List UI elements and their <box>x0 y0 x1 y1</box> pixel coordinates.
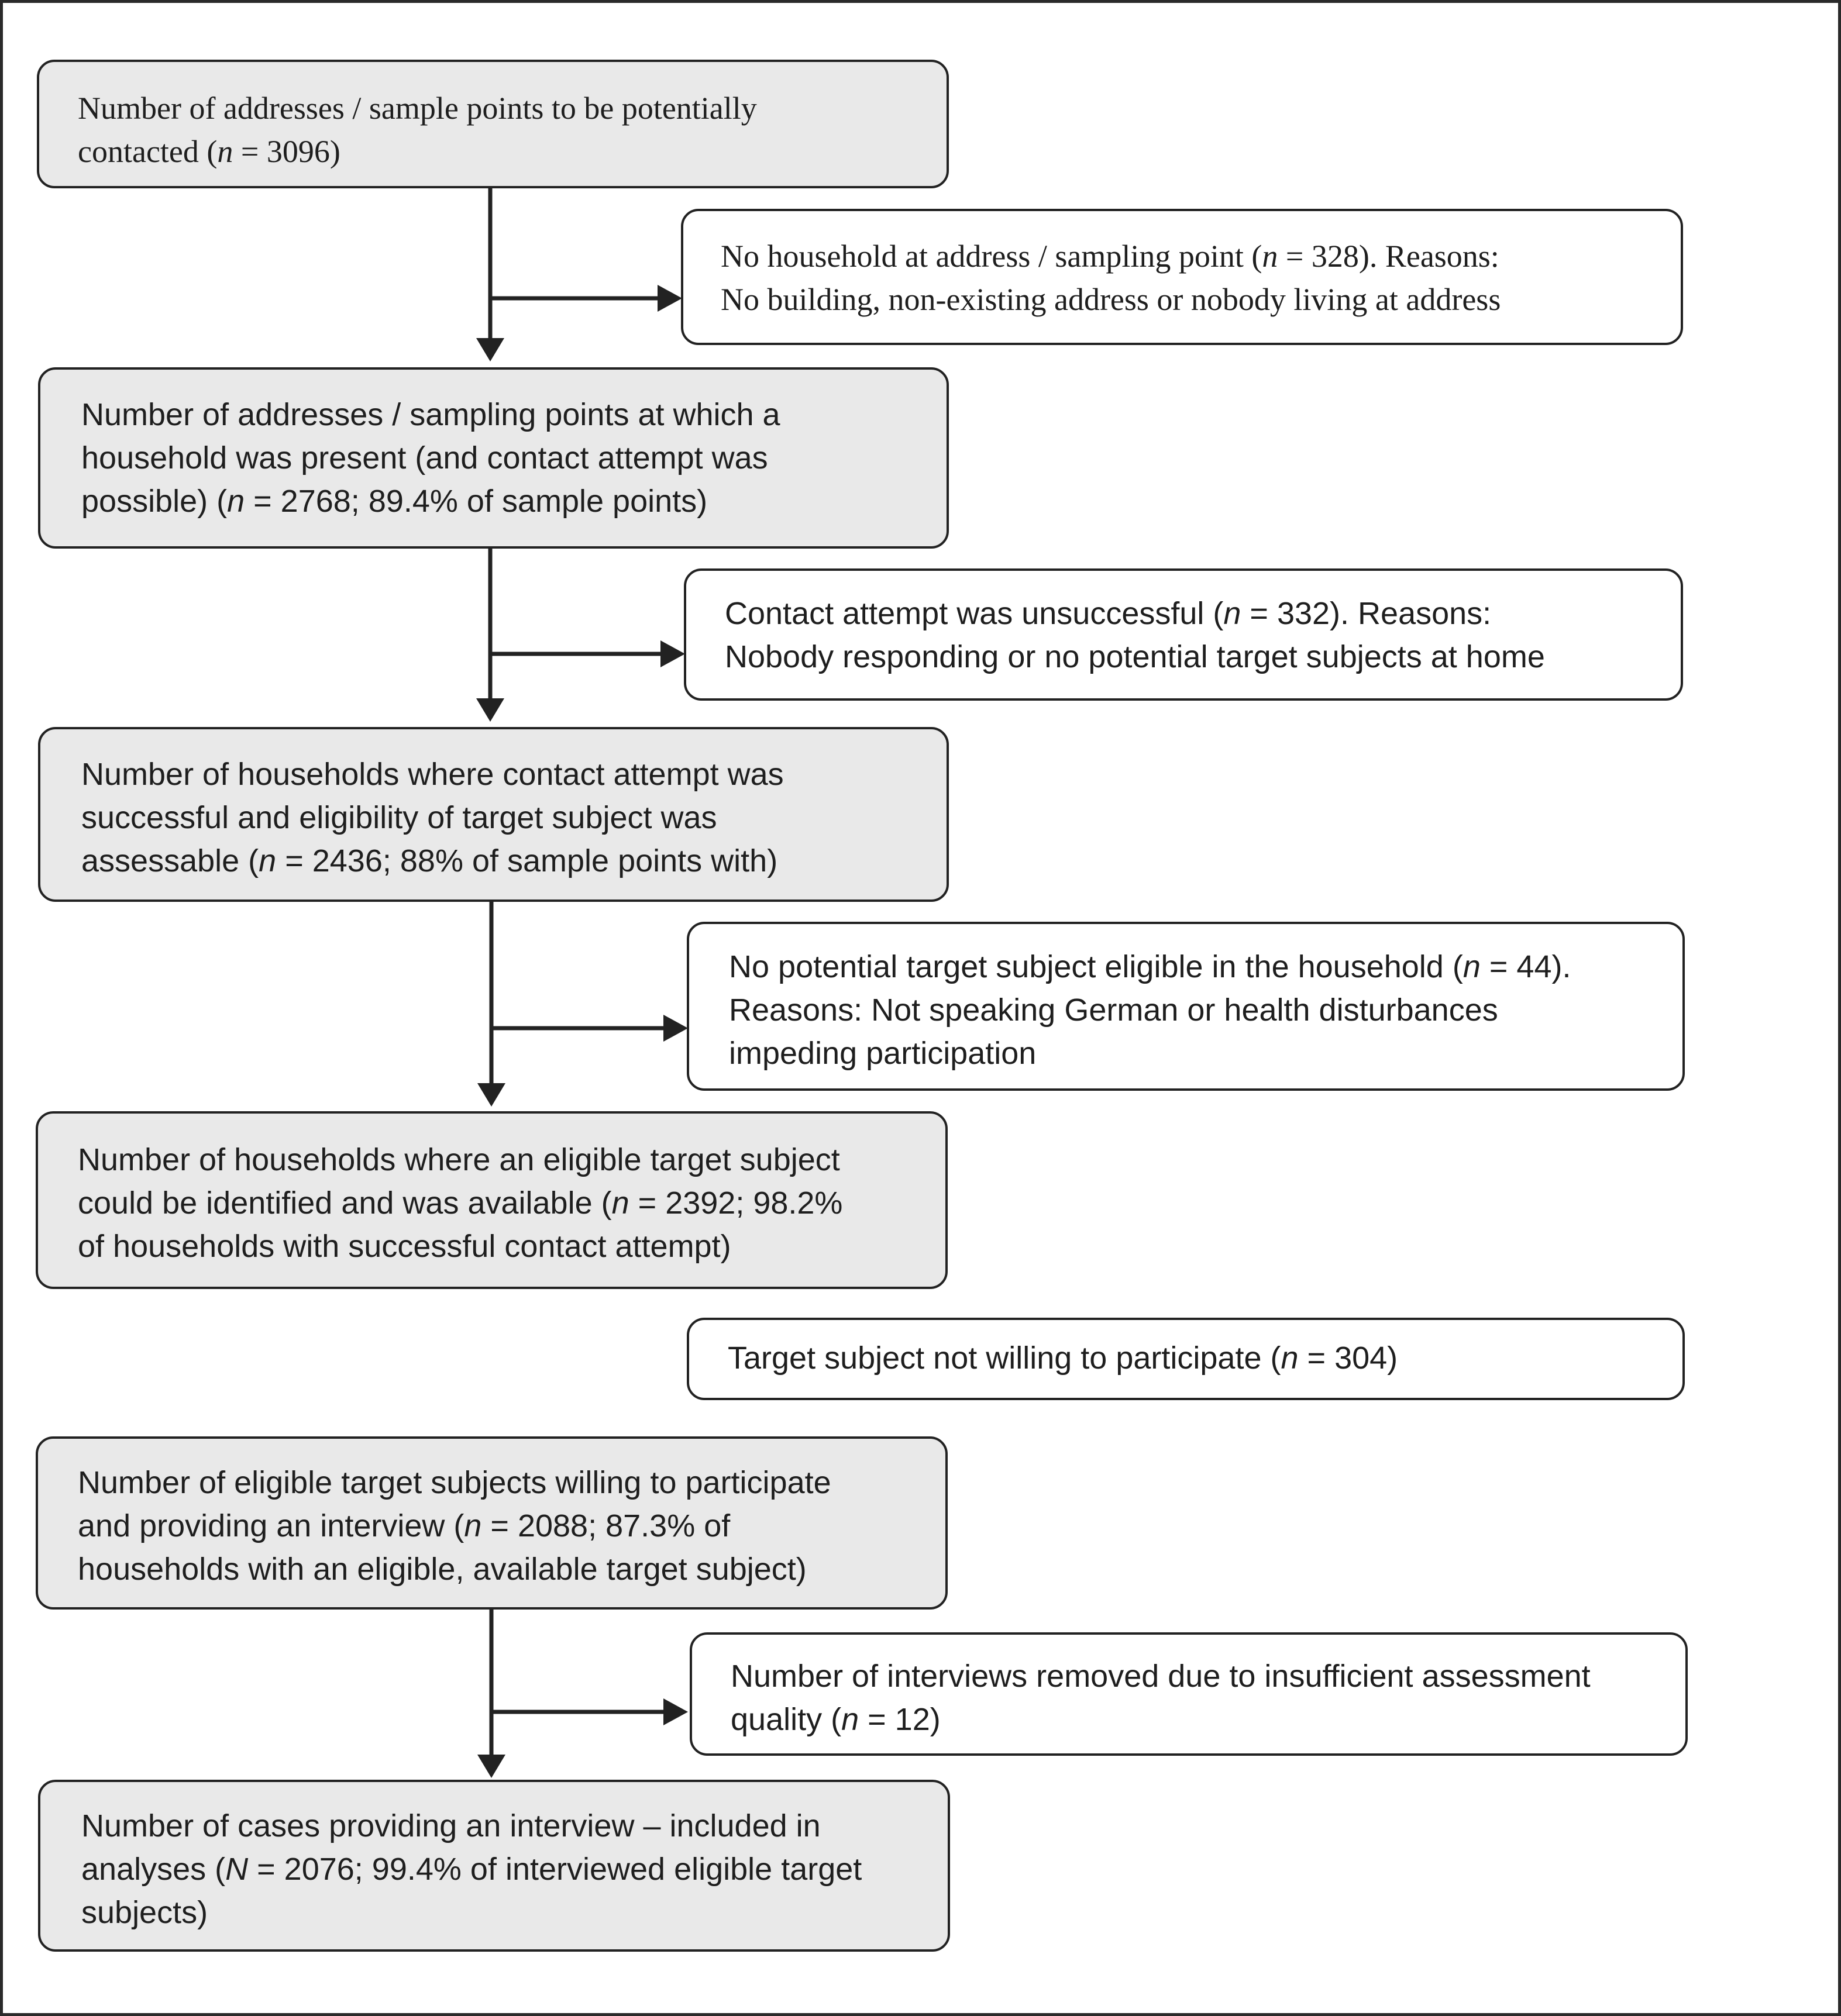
box-line: quality (n = 12) <box>731 1702 941 1737</box>
box-line: No household at address / sampling point… <box>721 239 1499 274</box>
box-line: Number of interviews removed due to insu… <box>731 1659 1591 1694</box>
box-line: of households with successful contact at… <box>78 1229 731 1264</box>
box-line: Number of cases providing an interview –… <box>81 1808 821 1843</box>
flow-arrowhead-m2 <box>476 338 504 361</box>
flow-box-included-in-analyses: Number of cases providing an interview –… <box>38 1780 950 1952</box>
box-line: Contact attempt was unsuccessful (n = 33… <box>725 596 1492 631</box>
flow-box-eligible-identified: Number of households where an eligible t… <box>36 1111 948 1289</box>
box-line: Number of addresses / sampling points at… <box>81 397 780 432</box>
exclusion-box-not-willing: Target subject not willing to participat… <box>687 1318 1685 1400</box>
box-line: Target subject not willing to participat… <box>728 1340 1398 1376</box>
box-line: subjects) <box>81 1895 208 1930</box>
box-line: household was present (and contact attem… <box>81 440 768 475</box>
exclusion-box-not-eligible: No potential target subject eligible in … <box>687 922 1685 1091</box>
box-line: contacted (n = 3096) <box>78 134 340 169</box>
box-line: successful and eligibility of target sub… <box>81 800 717 835</box>
exclusion-box-removed-interviews: Number of interviews removed due to insu… <box>690 1632 1688 1756</box>
flow-arrowhead-m3 <box>476 698 504 722</box>
branch-arrowhead-s1 <box>658 285 682 312</box>
flow-box-interview-provided: Number of eligible target subjects willi… <box>36 1436 948 1610</box>
box-line: Reasons: Not speaking German or health d… <box>729 993 1498 1028</box>
flow-box-eligibility-assessable: Number of households where contact attem… <box>38 727 949 902</box>
box-line: analyses (N = 2076; 99.4% of interviewed… <box>81 1852 862 1887</box>
exclusion-box-contact-unsuccessful: Contact attempt was unsuccessful (n = 33… <box>684 568 1683 701</box>
flow-box-addresses-to-contact: Number of addresses / sample points to b… <box>37 60 949 188</box>
box-line: Nobody responding or no potential target… <box>725 639 1545 674</box>
exclusion-box-no-household: No household at address / sampling point… <box>681 209 1683 345</box>
box-line: and providing an interview (n = 2088; 87… <box>78 1508 731 1543</box>
box-line: Number of eligible target subjects willi… <box>78 1465 831 1500</box>
box-line: Number of addresses / sample points to b… <box>78 91 757 126</box>
flow-arrowhead-m6 <box>477 1755 505 1778</box>
flow-arrowhead-m4 <box>477 1083 505 1107</box>
branch-arrowhead-s2 <box>660 640 685 667</box>
branch-arrowhead-s3 <box>663 1015 688 1042</box>
box-line: Number of households where contact attem… <box>81 757 784 792</box>
flow-box-household-present: Number of addresses / sampling points at… <box>38 367 949 549</box>
box-line: assessable (n = 2436; 88% of sample poin… <box>81 843 778 878</box>
box-line: households with an eligible, available t… <box>78 1552 807 1587</box>
box-line: impeding participation <box>729 1036 1037 1071</box>
box-line: could be identified and was available (n… <box>78 1186 843 1221</box>
box-line: Number of households where an eligible t… <box>78 1142 840 1177</box>
box-line: possible) (n = 2768; 89.4% of sample poi… <box>81 484 708 519</box>
box-line: No potential target subject eligible in … <box>729 949 1571 984</box>
branch-arrowhead-s5 <box>663 1698 688 1725</box>
box-line: No building, non-existing address or nob… <box>721 282 1501 317</box>
